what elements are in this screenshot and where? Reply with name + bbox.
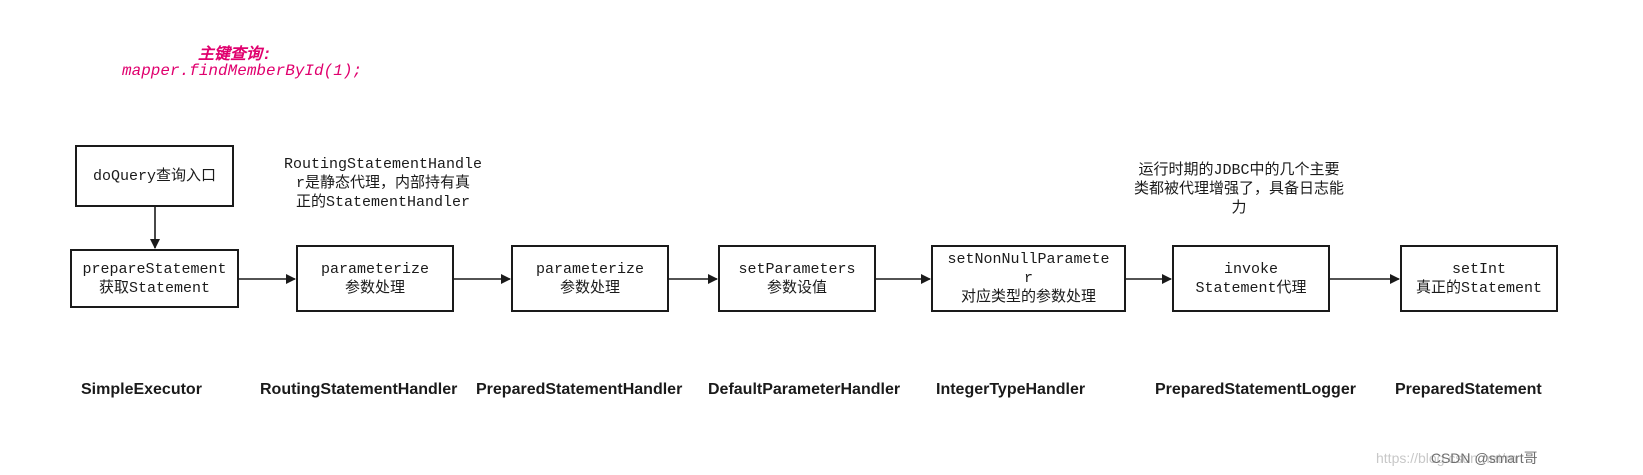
box-line: 获取Statement [98, 279, 210, 297]
box-line: prepareStatement [82, 260, 227, 278]
box-line: r [1023, 270, 1033, 287]
box-line: invoke [1223, 260, 1278, 278]
box-line: Statement代理 [1195, 279, 1307, 297]
box-invoke: invoke Statement代理 [1172, 245, 1330, 312]
class-label-prepared-statement-logger: PreparedStatementLogger [1155, 381, 1356, 398]
note-line: 力 [1231, 200, 1247, 217]
watermark-brand: CSDN @smart哥 [1430, 450, 1538, 466]
box-set-parameters: setParameters 参数设值 [718, 245, 876, 312]
class-label-default-parameter-handler: DefaultParameterHandler [708, 381, 901, 398]
class-label-routing-statement-handler: RoutingStatementHandler [260, 381, 458, 398]
box-line: 参数设值 [766, 279, 827, 297]
diagram-subtitle-code: mapper.findMemberById(1); [122, 62, 363, 80]
box-set-non-null-parameter: setNonNullParamete r 对应类型的参数处理 [931, 245, 1126, 312]
class-label-integer-type-handler: IntegerTypeHandler [936, 381, 1086, 398]
note-routing-proxy: RoutingStatementHandle r是静态代理，内部持有真 正的St… [276, 155, 490, 212]
box-line: parameterize [535, 260, 645, 278]
entry-box-text: doQuery查询入口 [92, 167, 216, 185]
box-line: setParameters [738, 260, 856, 278]
box-line: parameterize [320, 260, 430, 278]
note-line: r是静态代理，内部持有真 [295, 175, 470, 192]
box-line: 真正的Statement [1415, 279, 1542, 297]
box-parameterize-routing: parameterize 参数处理 [296, 245, 454, 312]
box-line: setNonNullParamete [947, 251, 1110, 268]
box-parameterize-prepared: parameterize 参数处理 [511, 245, 669, 312]
note-line: 正的StatementHandler [295, 194, 471, 211]
note-jdbc-logging: 运行时期的JDBC中的几个主要 类都被代理增强了，具备日志能 力 [1108, 161, 1370, 218]
box-prepare-statement: prepareStatement 获取Statement [70, 249, 239, 308]
box-line: 参数处理 [559, 279, 620, 297]
note-line: 运行时期的JDBC中的几个主要 [1138, 162, 1340, 179]
class-label-prepared-statement-handler: PreparedStatementHandler [476, 381, 683, 398]
box-line: 参数处理 [344, 279, 405, 297]
box-line: setInt [1451, 260, 1506, 278]
box-set-int: setInt 真正的Statement [1400, 245, 1558, 312]
entry-box-doquery: doQuery查询入口 [75, 145, 234, 207]
csdn-watermark: https://blog.csdn.net/mCSDN @smart哥 [1376, 448, 1538, 468]
class-label-prepared-statement: PreparedStatement [1395, 381, 1542, 398]
class-label-simple-executor: SimpleExecutor [81, 381, 202, 398]
note-line: 类都被代理增强了，具备日志能 [1133, 181, 1344, 198]
box-line: 对应类型的参数处理 [960, 289, 1096, 306]
note-line: RoutingStatementHandle [283, 156, 483, 173]
diagram-title: 主键查询: [198, 46, 272, 64]
watermark-url: https://blog.csdn.net/m [1376, 450, 1517, 466]
